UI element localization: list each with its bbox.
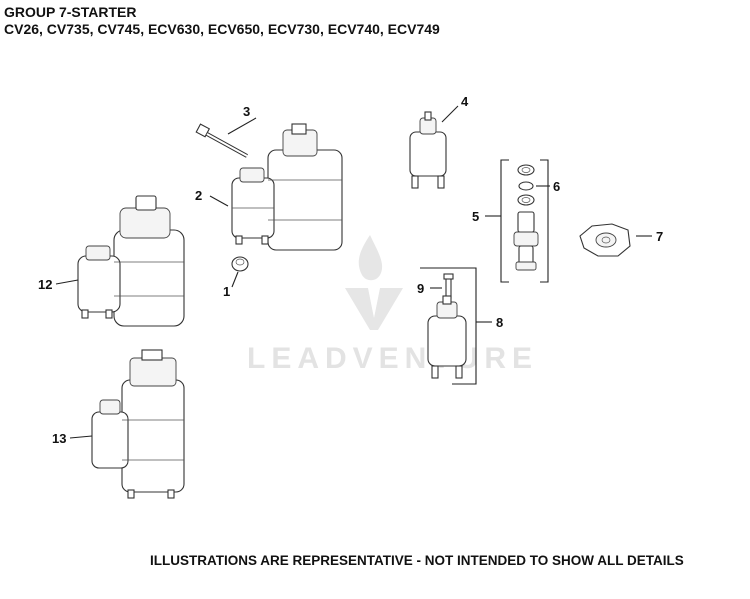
disclaimer-note: ILLUSTRATIONS ARE REPRESENTATIVE - NOT I… bbox=[150, 553, 684, 568]
part-8-solenoid-kit[interactable] bbox=[420, 267, 477, 385]
part-3-bolt[interactable] bbox=[195, 123, 248, 158]
callout-13: 13 bbox=[52, 431, 66, 446]
model-list: CV26, CV735, CV745, ECV630, ECV650, ECV7… bbox=[4, 21, 440, 37]
part-13-starter-assembly[interactable] bbox=[91, 349, 185, 499]
part-12-starter-assembly[interactable] bbox=[77, 195, 185, 327]
part-7-drive-nut[interactable] bbox=[579, 223, 631, 257]
part-1-grommet[interactable] bbox=[231, 256, 249, 272]
watermark: LEADVENTURE bbox=[247, 235, 538, 375]
watermark-v-icon bbox=[345, 288, 403, 330]
watermark-text: LEADVENTURE bbox=[247, 342, 538, 375]
watermark-flame-icon bbox=[358, 235, 383, 281]
diagram-title: GROUP 7-STARTER bbox=[4, 4, 137, 20]
part-2-starter-assembly[interactable] bbox=[231, 123, 343, 251]
callout-3: 3 bbox=[243, 104, 250, 119]
leader-lines bbox=[55, 105, 652, 439]
callout-8: 8 bbox=[496, 315, 503, 330]
callout-4: 4 bbox=[461, 94, 469, 109]
part-4-solenoid[interactable] bbox=[409, 111, 447, 189]
callout-5: 5 bbox=[472, 209, 479, 224]
callout-2: 2 bbox=[195, 188, 202, 203]
callout-7: 7 bbox=[656, 229, 663, 244]
callout-6: 6 bbox=[553, 179, 560, 194]
part-5-drive-kit[interactable] bbox=[500, 159, 549, 283]
callout-12: 12 bbox=[38, 277, 52, 292]
callout-9: 9 bbox=[417, 281, 424, 296]
callout-1: 1 bbox=[223, 284, 230, 299]
